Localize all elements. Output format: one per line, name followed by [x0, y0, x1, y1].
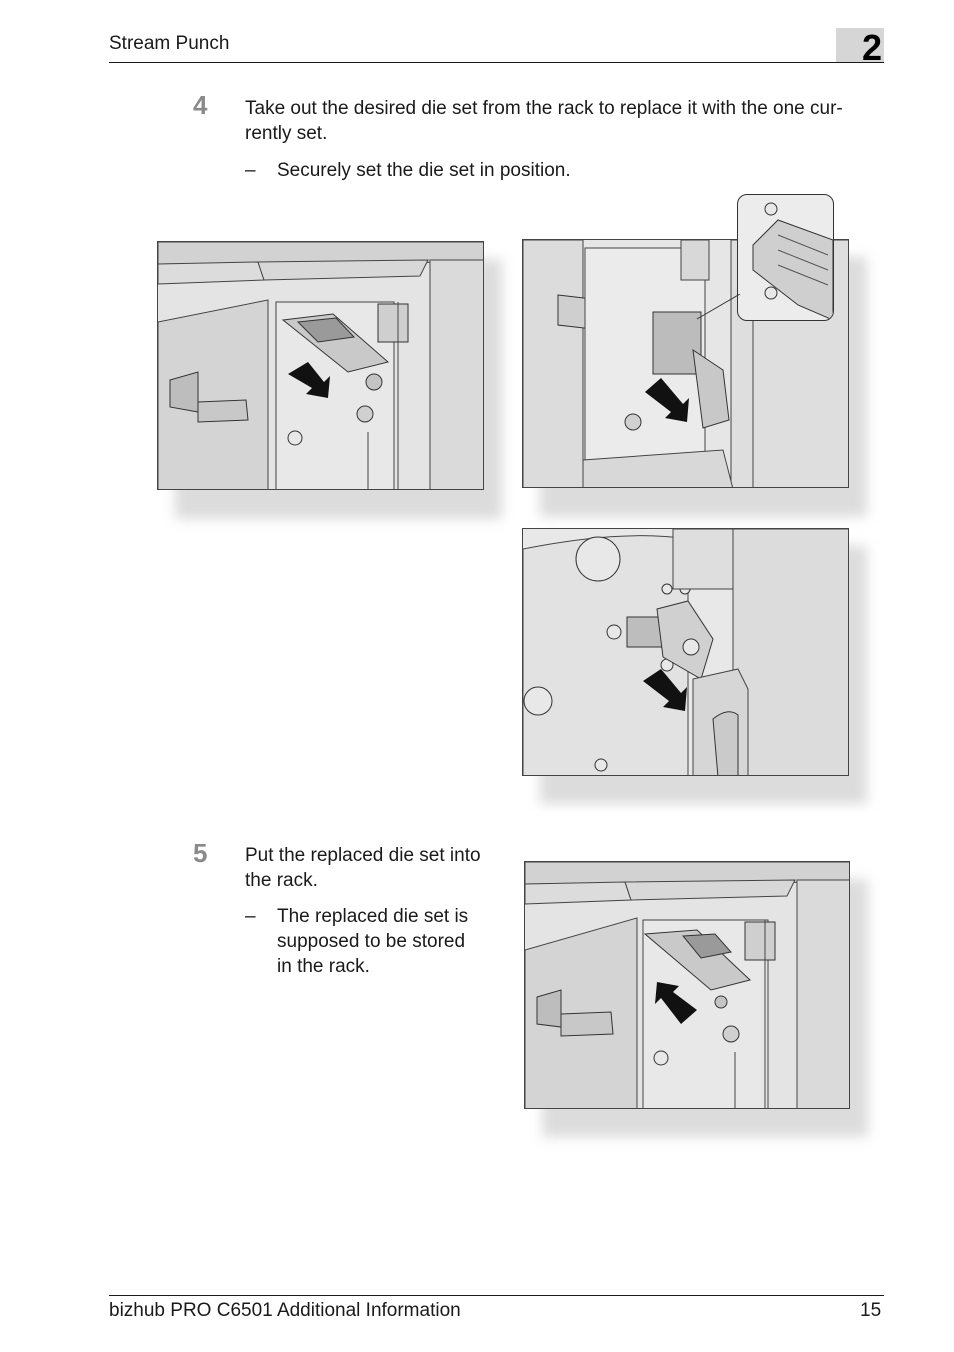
die-set-secure-illustration [522, 528, 867, 804]
step-4-text-line2: rently set. [245, 123, 328, 144]
section-title: Stream Punch [109, 33, 230, 54]
step-5-text-line1: Put the replaced die set into [245, 845, 481, 866]
step-number-5: 5 [193, 838, 208, 868]
rack-pull-out-illustration [157, 241, 502, 519]
footer-manual-title: bizhub PRO C6501 Additional Information [109, 1300, 461, 1321]
page-number: 15 [860, 1300, 882, 1321]
step-number-4: 4 [193, 90, 208, 120]
step-5-bullet-line1: The replaced die set is [277, 906, 469, 927]
step-4-bullet-dash: – [245, 160, 256, 181]
step-5-bullet-dash: – [245, 906, 256, 927]
step-4-bullet-text: Securely set the die set in position. [277, 160, 571, 181]
die-set-insert-illustration [522, 194, 867, 517]
step-4-text-line1: Take out the desired die set from the ra… [245, 98, 843, 119]
header-divider [109, 62, 884, 63]
step-5-bullet-line3: in the rack. [277, 956, 370, 977]
zoom-callout [737, 194, 834, 321]
die-set-return-illustration [524, 861, 868, 1137]
step-5-text-line2: the rack. [245, 870, 318, 891]
chapter-number-badge: 2 [836, 28, 884, 68]
footer-divider [109, 1295, 884, 1296]
step-5-bullet-line2: supposed to be stored [277, 931, 466, 952]
